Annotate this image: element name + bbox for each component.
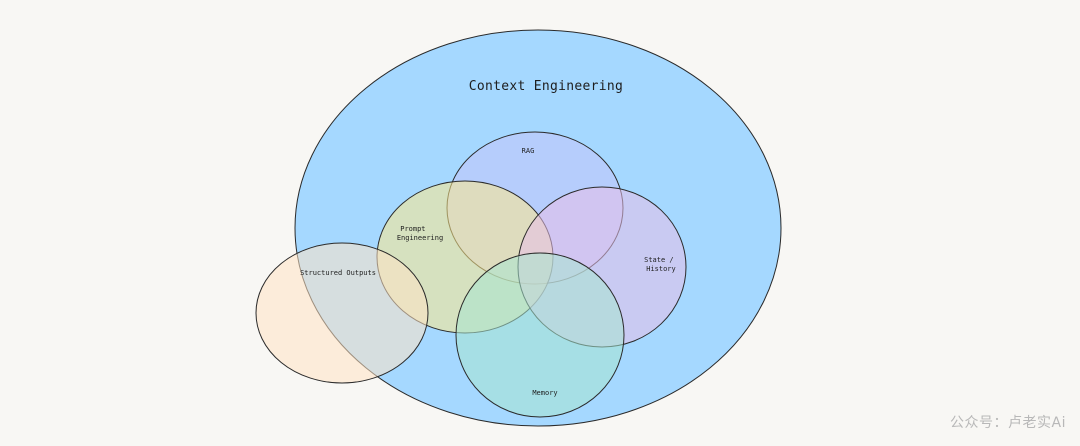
- context-engineering-label: Context Engineering: [469, 79, 623, 94]
- rag-label: RAG: [522, 147, 535, 155]
- state-history-label: State / History: [644, 256, 678, 273]
- memory-circle: [455, 252, 625, 418]
- prompt-engineering-label: Prompt Engineering: [397, 225, 443, 242]
- structured-outputs-circle: [255, 242, 429, 384]
- memory-label: Memory: [532, 389, 557, 397]
- watermark: 公众号：卢老实Ai: [950, 415, 1066, 431]
- structured-outputs-label: Structured Outputs: [300, 269, 376, 277]
